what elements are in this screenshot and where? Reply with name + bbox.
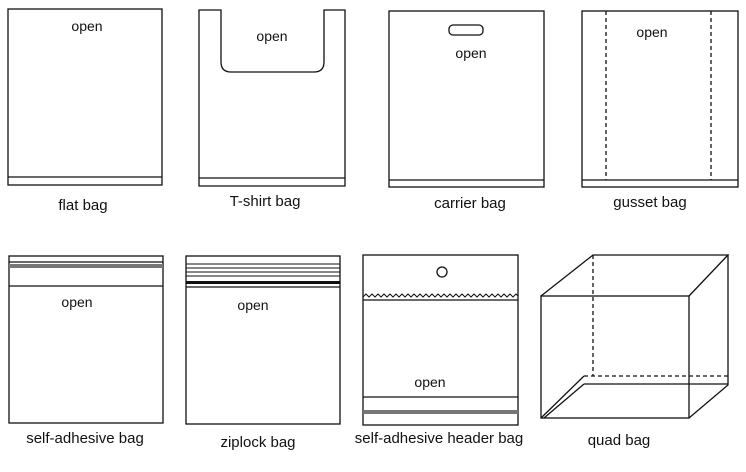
caption-flat-bag: flat bag — [58, 197, 108, 214]
caption-tshirt-bag: T-shirt bag — [229, 193, 301, 210]
open-label: open — [256, 28, 288, 44]
caption-header-bag: self-adhesive header bag — [354, 430, 524, 447]
open-label: open — [71, 18, 103, 34]
open-label: open — [414, 374, 446, 390]
top-face — [540, 254, 730, 297]
right-face — [688, 255, 729, 419]
hang-hole — [436, 266, 448, 278]
zipper-track — [186, 281, 340, 284]
open-label: open — [636, 24, 668, 40]
caption-quad-bag: quad bag — [587, 432, 651, 449]
gusset-bag-drawing — [581, 10, 739, 188]
handle-hole — [448, 24, 484, 36]
caption-ziplock-bag: ziplock bag — [220, 434, 296, 451]
caption-gusset-bag: gusset bag — [613, 194, 687, 211]
caption-self-adhesive-bag: self-adhesive bag — [26, 430, 144, 447]
quad-bag-drawing — [540, 254, 730, 419]
open-label: open — [237, 297, 269, 313]
header-bag-drawing — [362, 254, 519, 426]
caption-carrier-bag: carrier bag — [434, 195, 506, 212]
carrier-bag-drawing — [388, 10, 545, 188]
self-adhesive-bag-drawing — [8, 255, 164, 424]
adhesive-strip — [9, 264, 163, 268]
ziplock-bag-drawing — [185, 255, 341, 425]
front-face — [540, 295, 690, 419]
tshirt-bag-drawing — [198, 9, 346, 187]
open-label: open — [61, 294, 93, 310]
perforation-line — [362, 293, 519, 298]
adhesive-strip — [363, 410, 518, 414]
open-label: open — [455, 45, 487, 61]
flat-bag-drawing — [7, 8, 163, 186]
